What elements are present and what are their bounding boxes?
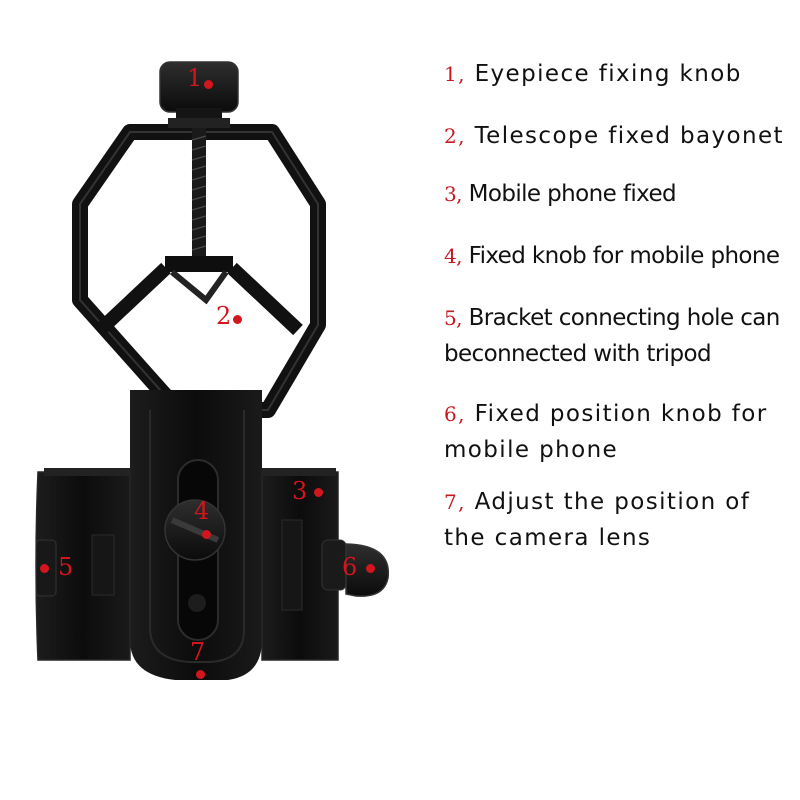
legend-text: beconnected with tripod bbox=[444, 341, 712, 367]
callout-number: 4 bbox=[194, 497, 210, 525]
callout-dot bbox=[196, 670, 205, 679]
callout-dot bbox=[366, 564, 375, 573]
screw-rod bbox=[191, 128, 207, 258]
callout-dot bbox=[233, 315, 242, 324]
legend-text: Eyepiece fixing knob bbox=[474, 61, 742, 87]
legend-item-7-continued: the camera lens bbox=[444, 520, 651, 556]
position-knob bbox=[321, 539, 390, 597]
legend-number: 2, bbox=[444, 124, 466, 148]
callout-dot bbox=[204, 80, 213, 89]
legend-item-6: 6, Fixed position knob for bbox=[444, 396, 768, 432]
legend-number: 7, bbox=[444, 490, 466, 514]
legend-item-3: 3, Mobile phone fixed bbox=[444, 176, 677, 212]
callout-dot bbox=[202, 530, 211, 539]
legend-item-1: 1, Eyepiece fixing knob bbox=[444, 56, 742, 92]
legend-number: 6, bbox=[444, 402, 466, 426]
callout-number: 5 bbox=[58, 553, 74, 581]
legend-number: 5, bbox=[444, 306, 462, 330]
phone-adapter-illustration bbox=[35, 61, 390, 680]
callout-number: 1 bbox=[187, 64, 203, 92]
callout-number: 3 bbox=[292, 477, 308, 505]
callout-dot bbox=[314, 488, 323, 497]
legend-item-4: 4, Fixed knob for mobile phone bbox=[444, 238, 780, 274]
legend-item-7: 7, Adjust the position of bbox=[444, 484, 750, 520]
legend-item-2: 2, Telescope fixed bayonet bbox=[444, 118, 784, 154]
legend-item-6-continued: mobile phone bbox=[444, 432, 618, 468]
legend-text: Mobile phone fixed bbox=[468, 181, 677, 207]
telescope-bayonet bbox=[95, 256, 303, 336]
legend-number: 4, bbox=[444, 244, 462, 268]
legend-text: Fixed knob for mobile phone bbox=[468, 243, 780, 269]
phone-clamp bbox=[35, 468, 339, 661]
legend-text: Fixed position knob for bbox=[474, 401, 768, 427]
eyepiece-knob bbox=[159, 61, 239, 128]
legend-text: mobile phone bbox=[444, 437, 619, 463]
callout-number: 2 bbox=[216, 302, 232, 330]
legend-item-5: 5, Bracket connecting hole can bbox=[444, 300, 780, 336]
legend-item-5-continued: beconnected with tripod bbox=[444, 336, 712, 372]
callout-number: 7 bbox=[190, 638, 206, 666]
legend-text: the camera lens bbox=[444, 525, 652, 551]
callout-number: 6 bbox=[342, 553, 358, 581]
legend-number: 1, bbox=[444, 62, 466, 86]
legend-number: 3, bbox=[444, 182, 462, 206]
legend-text: Adjust the position of bbox=[474, 489, 751, 515]
legend-text: Bracket connecting hole can bbox=[468, 305, 781, 331]
legend-text: Telescope fixed bayonet bbox=[474, 123, 784, 149]
hexagon-frame bbox=[72, 124, 326, 418]
callout-dot bbox=[40, 564, 49, 573]
